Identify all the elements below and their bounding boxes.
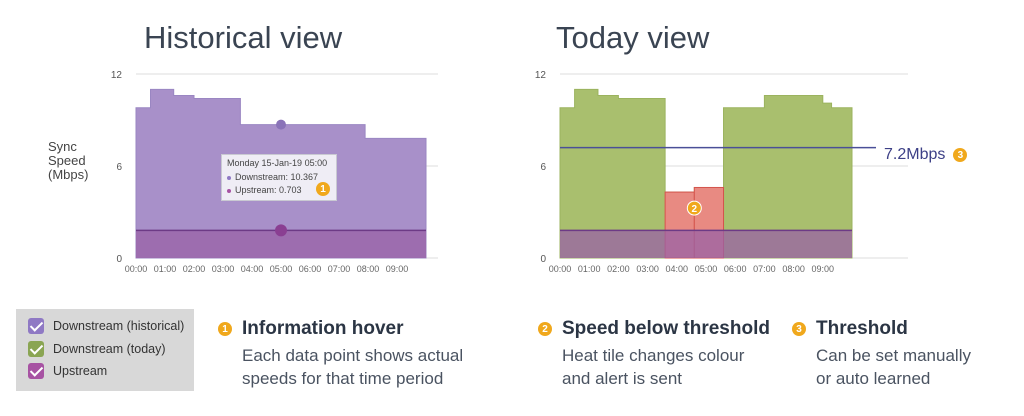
checkbox-icon[interactable] [28, 341, 44, 357]
hover-marker-upstream [275, 224, 287, 237]
y-tick-label: 0 [116, 254, 122, 265]
hover-tooltip: Monday 15-Jan-19 05:00 Downstream: 10.36… [221, 154, 337, 201]
note-title: Information hover [242, 318, 404, 339]
y-axis-label-line: Sync [48, 139, 77, 154]
tooltip-upstream-value: 0.703 [279, 185, 302, 195]
note-line: Each data point shows actual [242, 346, 464, 365]
threshold-badge: 3 [953, 148, 968, 162]
downstream-dot-icon [227, 175, 231, 180]
x-tick-label: 00:00 [125, 264, 148, 274]
note-information-hover: 1 Information hover Each data point shows… [218, 318, 512, 390]
note-badge: 1 [218, 322, 232, 336]
x-tick-label: 01:00 [154, 264, 177, 274]
legend: Downstream (historical) Downstream (toda… [16, 309, 194, 391]
x-tick-label: 07:00 [753, 264, 776, 274]
y-tick-label: 0 [540, 254, 546, 265]
y-tick-label: 6 [116, 162, 122, 173]
tooltip-downstream-value: 10.367 [290, 172, 319, 182]
tooltip-upstream-label: Upstream: [235, 185, 277, 195]
y-tick-label: 6 [540, 162, 546, 173]
note-line: Heat tile changes colour [562, 346, 745, 365]
x-tick-label: 03:00 [212, 264, 235, 274]
note-speed-below-threshold: 2 Speed below threshold Heat tile changes… [538, 318, 832, 390]
today-view-title: Today view [556, 20, 710, 55]
tooltip-date: Monday 15-Jan-19 [227, 158, 303, 168]
tooltip-time: 05:00 [304, 158, 328, 168]
historical-view-title: Historical view [144, 20, 343, 55]
x-tick-label: 04:00 [241, 264, 264, 274]
info-hover-badge: 1 [316, 182, 330, 196]
upstream-dot-icon [227, 188, 231, 193]
checkbox-icon[interactable] [28, 363, 44, 379]
x-tick-label: 08:00 [782, 264, 805, 274]
hover-marker-downstream [276, 119, 286, 130]
upstream-area [560, 230, 852, 258]
note-badge: 2 [538, 322, 552, 336]
legend-item-downstream-historical[interactable]: Downstream (historical) [28, 317, 184, 335]
y-axis-label: Sync Speed (Mbps) [48, 140, 88, 182]
tooltip-downstream-label: Downstream: [235, 172, 289, 182]
below-threshold-badge: 2 [692, 204, 698, 215]
y-axis-label-line: (Mbps) [48, 167, 89, 182]
x-tick-label: 07:00 [328, 264, 351, 274]
x-tick-label: 02:00 [607, 264, 630, 274]
x-tick-label: 00:00 [549, 264, 572, 274]
note-title: Threshold [816, 318, 908, 339]
y-tick-label: 12 [535, 70, 547, 81]
threshold-value: 7.2Mbps [884, 146, 946, 163]
note-line: speeds for that time period [242, 369, 444, 388]
threshold-label: 7.2Mbps 3 [884, 146, 968, 164]
x-tick-label: 09:00 [812, 264, 835, 274]
note-line: or auto learned [816, 369, 931, 388]
legend-item-downstream-today[interactable]: Downstream (today) [28, 340, 166, 358]
note-line: Can be set manually [816, 346, 971, 365]
checkbox-icon[interactable] [28, 318, 44, 334]
x-tick-label: 09:00 [386, 264, 409, 274]
note-threshold: 3 Threshold Can be set manually or auto le… [792, 318, 1016, 390]
legend-label: Upstream [53, 364, 108, 378]
x-tick-label: 06:00 [299, 264, 322, 274]
x-tick-label: 05:00 [695, 264, 718, 274]
note-title: Speed below threshold [562, 318, 770, 339]
x-tick-label: 08:00 [357, 264, 380, 274]
x-tick-label: 05:00 [270, 264, 293, 274]
below-threshold-badge-icon [686, 200, 702, 216]
legend-label: Downstream (today) [53, 342, 166, 356]
x-tick-label: 06:00 [724, 264, 747, 274]
note-badge: 3 [792, 322, 806, 336]
legend-item-upstream[interactable]: Upstream [28, 362, 107, 380]
x-tick-label: 02:00 [183, 264, 206, 274]
legend-label: Downstream (historical) [53, 319, 185, 333]
y-tick-label: 12 [111, 70, 123, 81]
x-tick-label: 03:00 [636, 264, 659, 274]
x-tick-label: 04:00 [666, 264, 689, 274]
y-axis-label-line: Speed [48, 153, 86, 168]
note-line: and alert is sent [562, 369, 683, 388]
x-tick-label: 01:00 [578, 264, 601, 274]
